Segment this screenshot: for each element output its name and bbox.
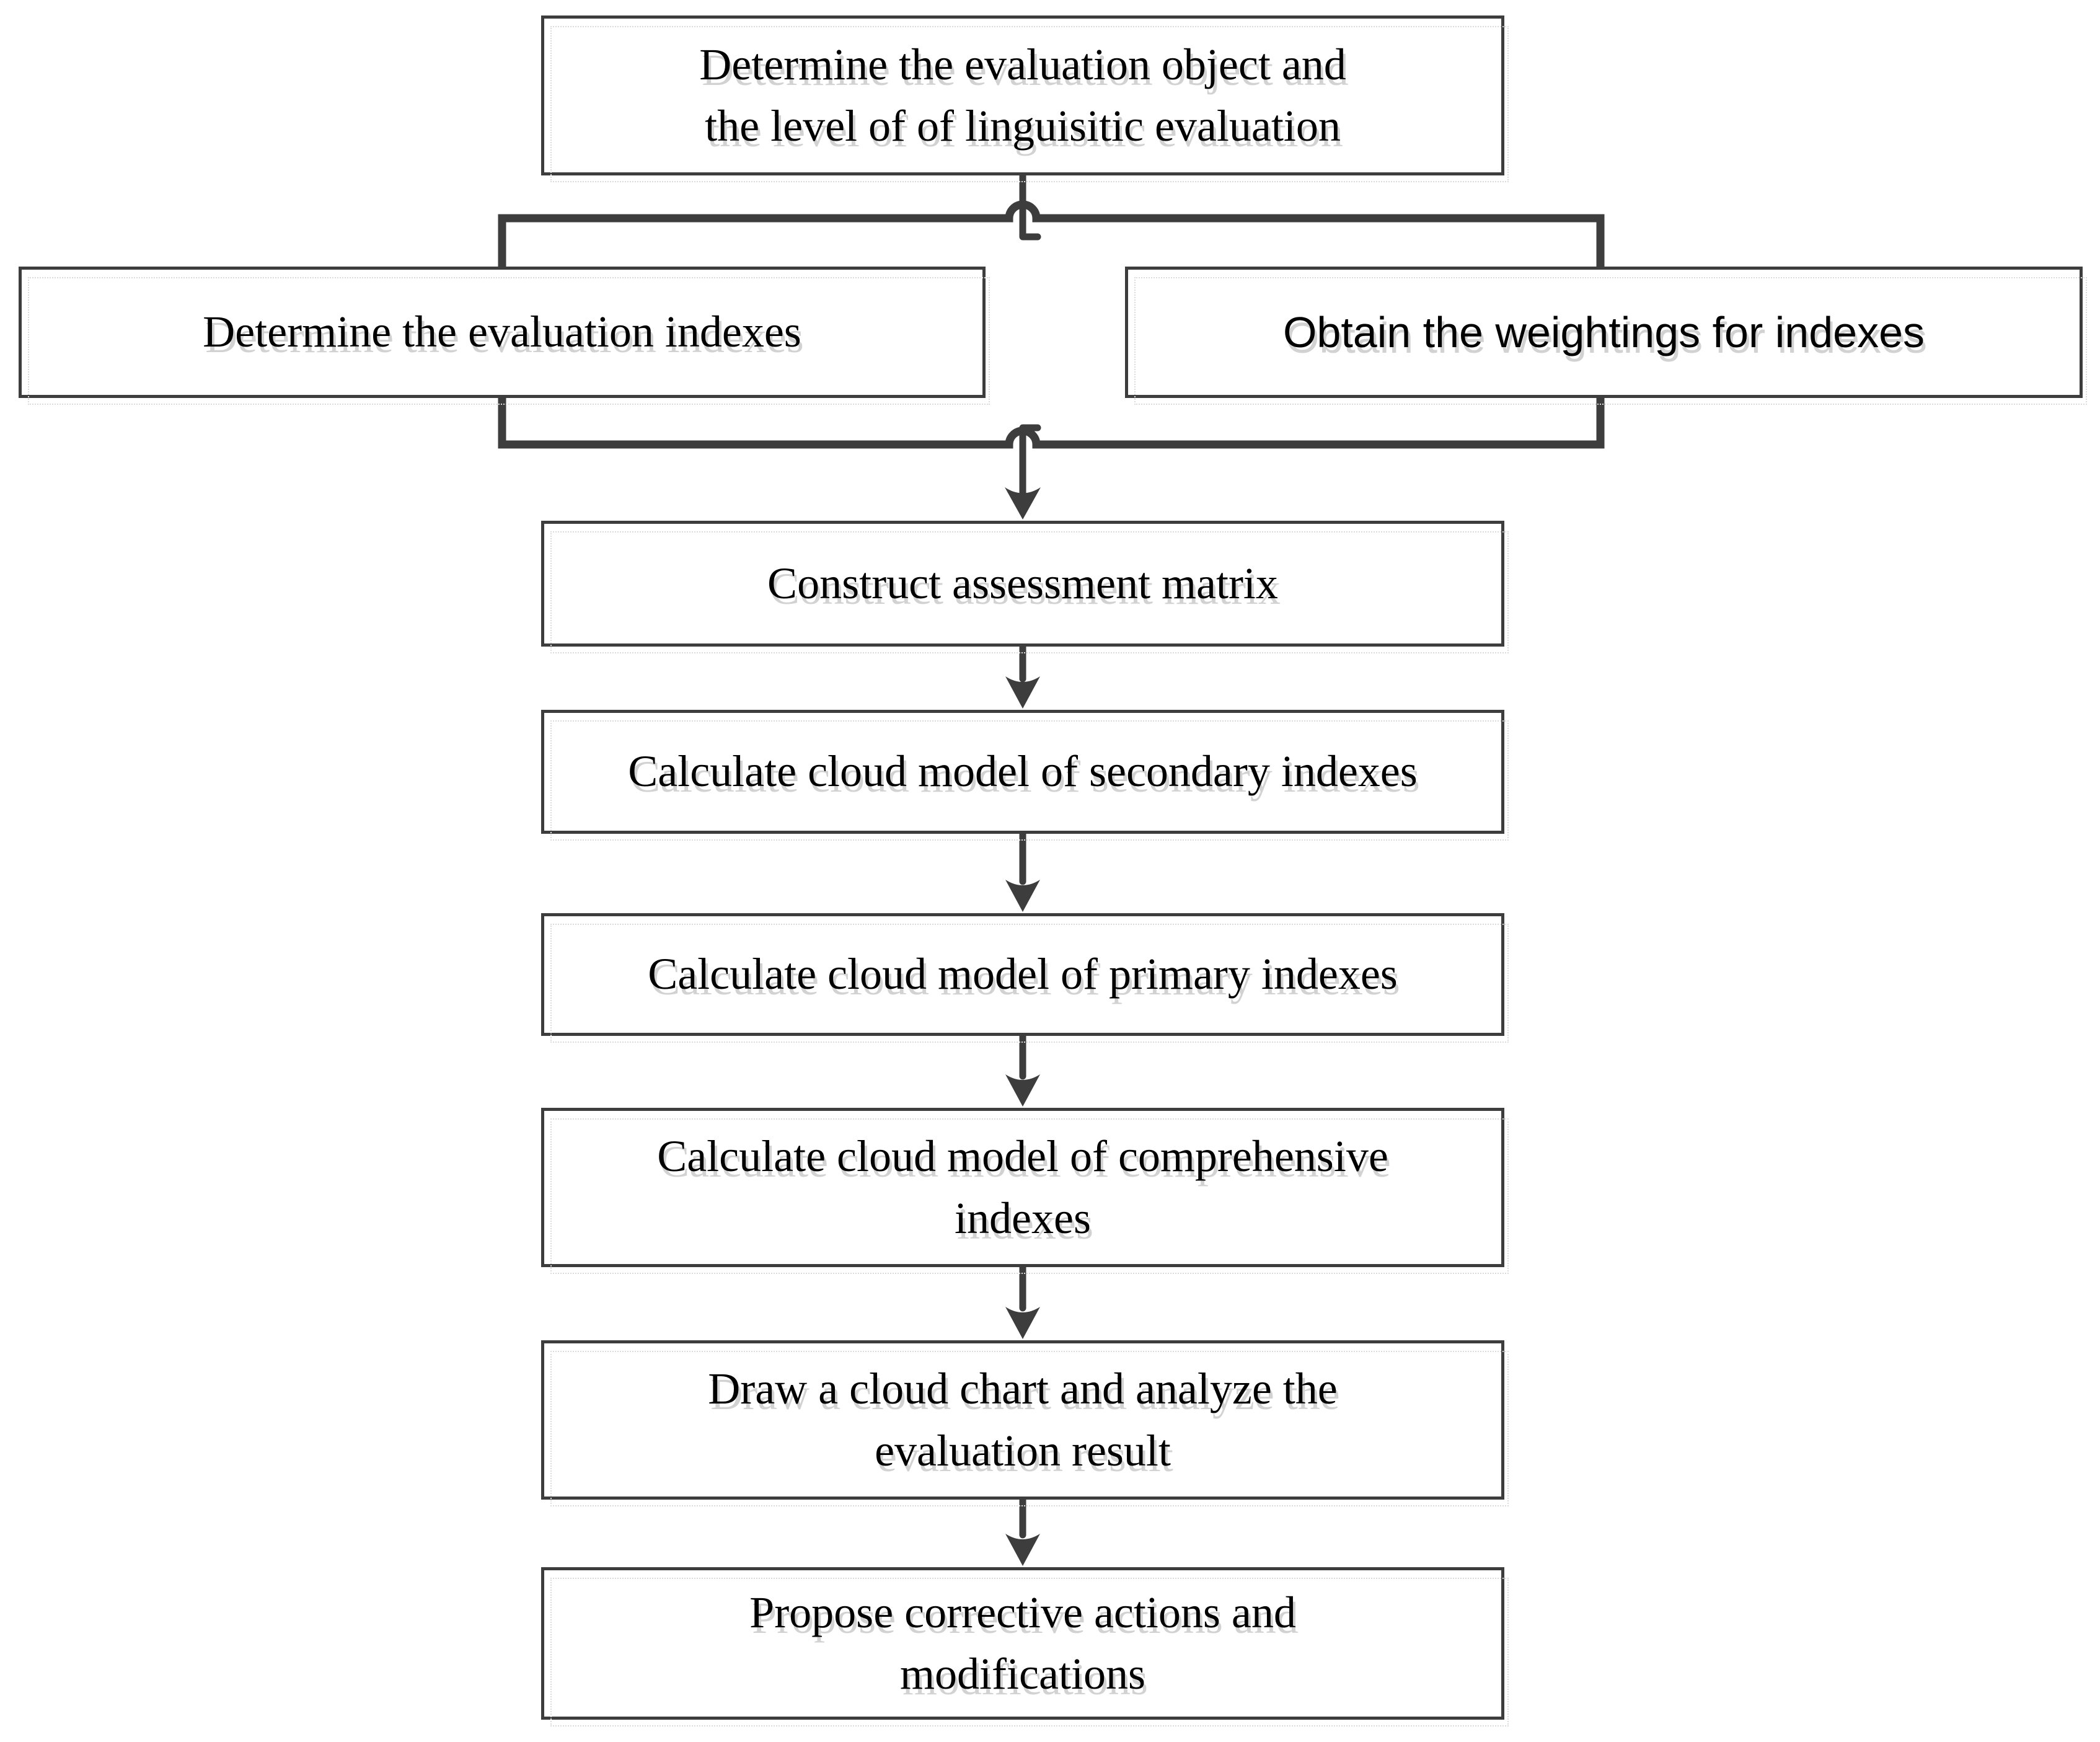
node-label-line: modifications bbox=[900, 1649, 1145, 1699]
node-label-line: Draw a cloud chart and analyze the bbox=[708, 1364, 1338, 1414]
flow-node-propose-actions: Propose corrective actions and modificat… bbox=[541, 1567, 1509, 1727]
flow-node-obtain-weightings: Obtain the weightings for indexes bbox=[1125, 267, 2087, 405]
connector-merge-stem bbox=[1019, 424, 1041, 497]
flow-node-determine-indexes: Determine the evaluation indexes bbox=[19, 267, 990, 405]
flow-node-determine-object: Determine the evaluation object and the … bbox=[541, 15, 1509, 182]
flow-node-construct-matrix: Construct assessment matrix bbox=[541, 521, 1509, 653]
arrow-primary-to-comprehensive-head bbox=[1005, 1074, 1040, 1107]
connector-split-bracket bbox=[498, 200, 1605, 272]
node-label-line: Construct assessment matrix bbox=[767, 558, 1278, 608]
node-label-line: Calculate cloud model of primary indexes bbox=[648, 949, 1398, 999]
flow-node-secondary-cloud: Calculate cloud model of secondary index… bbox=[541, 710, 1509, 841]
node-label-line: Calculate cloud model of secondary index… bbox=[628, 746, 1418, 797]
flow-node-primary-cloud: Calculate cloud model of primary indexes bbox=[541, 913, 1509, 1043]
node-label-line: Determine the evaluation object and bbox=[699, 39, 1346, 89]
node-label-line: evaluation result bbox=[875, 1425, 1171, 1475]
connector-merge-bracket bbox=[498, 392, 1605, 449]
arrow-comprehensive-to-draw-head bbox=[1005, 1307, 1040, 1339]
node-label-line: the level of of linguisitic evaluation bbox=[705, 101, 1341, 151]
arrow-draw-to-propose-head bbox=[1005, 1534, 1040, 1566]
connector-top-stem bbox=[1019, 170, 1041, 241]
node-label-line: Calculate cloud model of comprehensive bbox=[657, 1131, 1388, 1182]
node-label-line: indexes bbox=[955, 1193, 1091, 1243]
arrow-secondary-to-primary-head bbox=[1005, 880, 1040, 912]
node-label-line: Obtain the weightings for indexes bbox=[1282, 307, 1925, 356]
arrow-construct-to-secondary-head bbox=[1005, 676, 1040, 709]
flow-node-comprehensive-cloud: Calculate cloud model of comprehensive i… bbox=[541, 1108, 1509, 1274]
node-label-line: Determine the evaluation indexes bbox=[203, 307, 801, 357]
flow-node-draw-cloud-chart: Draw a cloud chart and analyze the evalu… bbox=[541, 1340, 1509, 1506]
arrow-merge-to-construct-head bbox=[1005, 487, 1041, 520]
node-label-line: Propose corrective actions and bbox=[749, 1587, 1296, 1637]
